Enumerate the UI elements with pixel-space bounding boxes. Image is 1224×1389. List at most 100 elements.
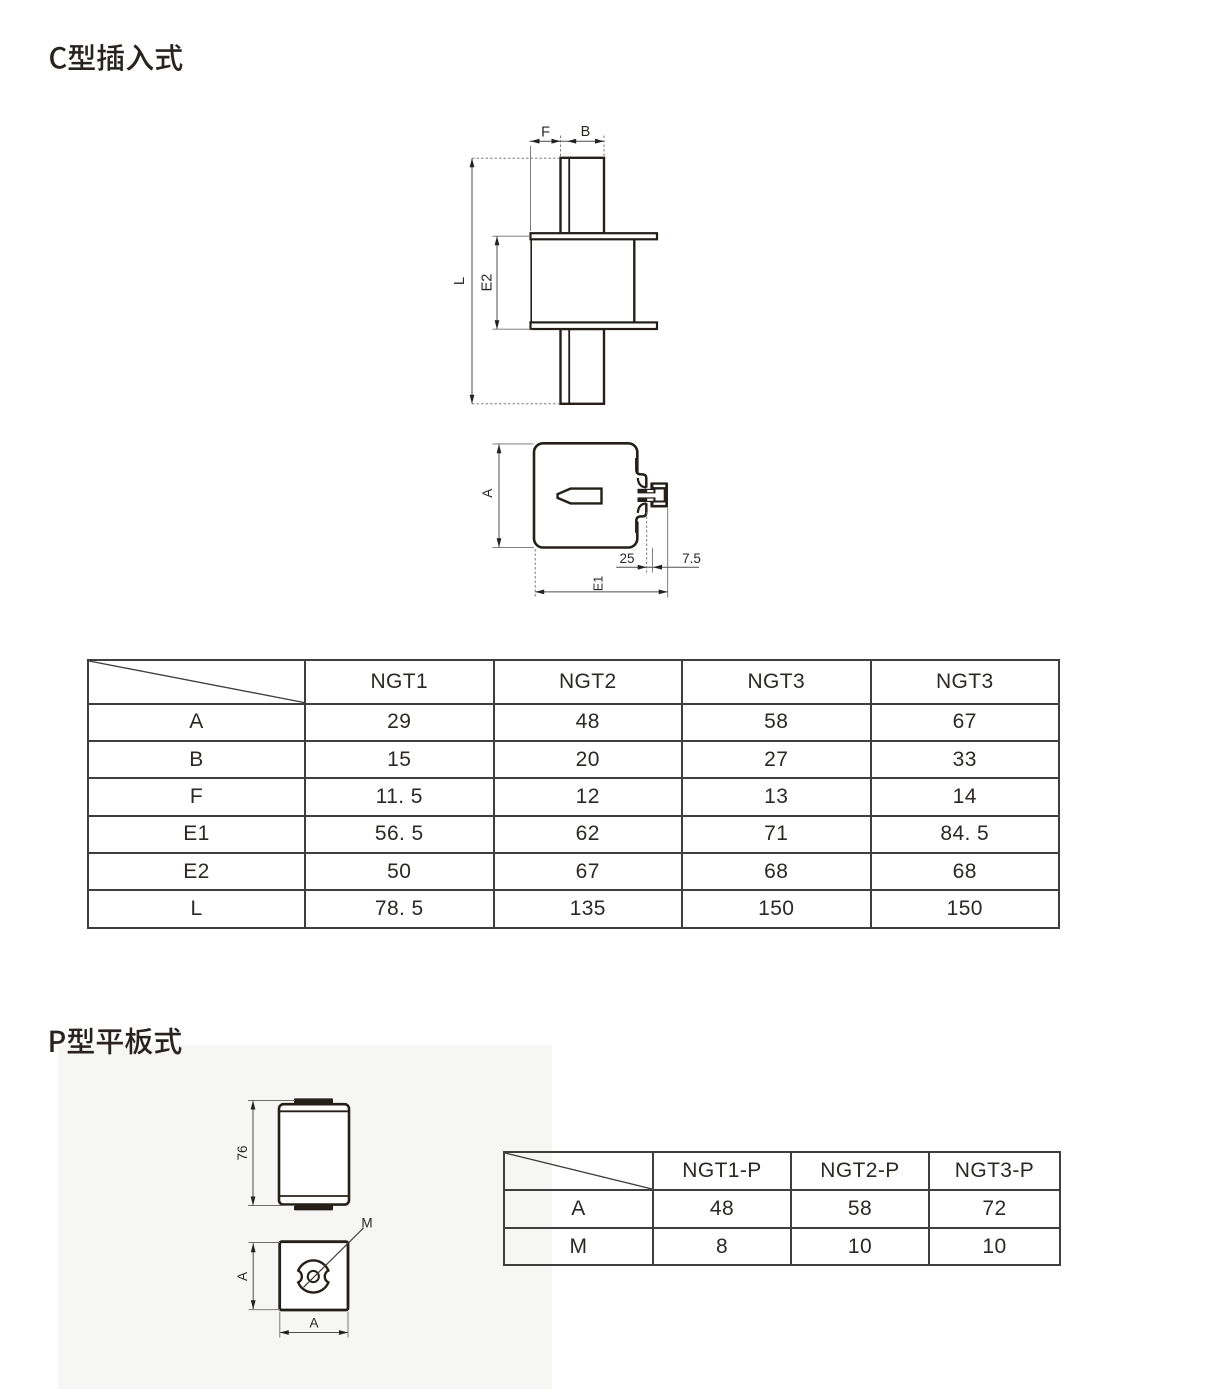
c-front-view-arrowheads [496,444,668,595]
section-c-title-glyphs [50,44,183,71]
table-cell: 71 [681,814,872,855]
table-cell: 10 [928,1226,1061,1267]
lower-hook-notch [636,502,647,514]
table-row: M 8 10 10 [503,1226,1061,1267]
dim-label-E1: E1 [592,576,606,591]
dim-label-25: 25 [619,551,634,566]
row-label: E1 [87,814,306,855]
table-cell: 150 [681,889,872,929]
thread-leader-line [303,1227,364,1288]
table-cell: 58 [790,1189,930,1229]
corner-diagonal-line [90,661,303,702]
table-cell: 50 [304,852,495,892]
table-header-row: NGT1-P NGT2-P NGT3-P [503,1151,1061,1191]
table-cell: 48 [652,1189,792,1229]
dim-label-L: L [452,277,468,285]
table-cell: 56. 5 [304,814,495,855]
c-side-view-dimensions [471,135,605,405]
p-side-view-dimensions [248,1100,295,1206]
c-front-view: A 25 7.5 E1 [480,441,701,598]
dim-label-B: B [581,124,591,140]
p-type-dimension-table: NGT1-P NGT2-P NGT3-P A 48 58 72 M 8 10 1… [503,1151,1061,1267]
row-label: A [87,702,306,742]
dim-label-M: M [361,1216,372,1231]
top-blade [559,156,606,235]
c-side-view-labels: F B L E2 [452,124,590,292]
table-cell: 20 [492,739,683,780]
table-row: A 48 58 72 [503,1189,1061,1229]
table-cell: 29 [304,702,495,742]
table-header-row: NGT1 NGT2 NGT3 NGT3 [87,659,1060,705]
corner-diagonal-line [506,1154,651,1188]
table-corner-cell [87,659,306,705]
column-header: NGT3 [869,659,1060,705]
column-header: NGT2-P [790,1151,930,1191]
table-cell: 33 [869,739,1060,780]
row-label: A [503,1189,654,1229]
column-header: NGT1 [304,659,495,705]
table-cell: 67 [869,702,1060,742]
table-row: A 29 48 58 67 [87,702,1060,742]
table-cell: 11. 5 [304,777,495,817]
column-header: NGT3 [681,659,872,705]
table-cell: 67 [492,852,683,892]
p-bottom-view-labels: A A M [235,1216,373,1331]
section-p-title-glyphs [50,1027,182,1055]
c-type-dimension-table: NGT1 NGT2 NGT3 NGT3 A 29 48 58 67 B 15 2… [87,659,1060,929]
lower-hook [635,503,648,533]
top-flange [529,232,659,241]
table-cell: 78. 5 [304,889,495,929]
table-cell: 12 [492,777,683,817]
p-side-view: 76 [235,1098,351,1211]
table-row: E2 50 67 68 68 [87,852,1060,892]
column-header: NGT2 [492,659,683,705]
section-c-title: C型插入式 [48,41,195,85]
row-label: M [503,1226,654,1267]
table-row: E1 56. 5 62 71 84. 5 [87,814,1060,855]
dim-label-F: F [541,124,550,140]
dim-label-E2: E2 [480,274,496,292]
table-row: F 11. 5 12 13 14 [87,777,1060,817]
table-cell: 150 [869,889,1060,929]
table-cell: 48 [492,702,683,742]
column-header: NGT3-P [928,1151,1061,1191]
upper-hook-notch [636,477,647,489]
dim-label-A-bottom: A [309,1316,318,1331]
section-p-title: P型平板式 [47,1025,187,1067]
bottom-flange [529,321,659,331]
p-bottom-view-dimensions [248,1242,349,1338]
dim-label-A: A [480,489,495,498]
row-label: E2 [87,852,306,892]
table-cell: 72 [928,1189,1061,1229]
row-label: L [87,889,306,929]
blade-clip [637,482,668,508]
table-cell: 27 [681,739,872,780]
table-cell: 15 [304,739,495,780]
upper-hook [635,458,648,488]
table-cell: 84. 5 [869,814,1060,855]
table-cell: 135 [492,889,683,929]
row-label: F [87,777,306,817]
c-front-view-labels: A 25 7.5 E1 [480,489,701,591]
table-cell: 10 [790,1226,930,1267]
table-cell: 62 [492,814,683,855]
table-cell: 68 [869,852,1060,892]
table-row: B 15 20 27 33 [87,739,1060,780]
table-cell: 58 [681,702,872,742]
blown-indicator-arrow [556,487,603,505]
dim-label-A-left: A [235,1272,250,1281]
c-side-view: F B L E2 [452,124,659,406]
bottom-contact-plate [294,1204,333,1211]
dim-label-76: 76 [235,1145,250,1160]
p-body-outline [277,1102,351,1206]
bottom-blade [559,327,606,406]
thread-hole [306,1269,320,1284]
table-cell: 13 [681,777,872,817]
dim-label-75: 7.5 [682,551,701,566]
table-cell: 14 [869,777,1060,817]
c-side-view-part [529,156,659,406]
table-row: L 78. 5 135 150 150 [87,889,1060,929]
c-side-view-arrowheads [469,138,604,404]
